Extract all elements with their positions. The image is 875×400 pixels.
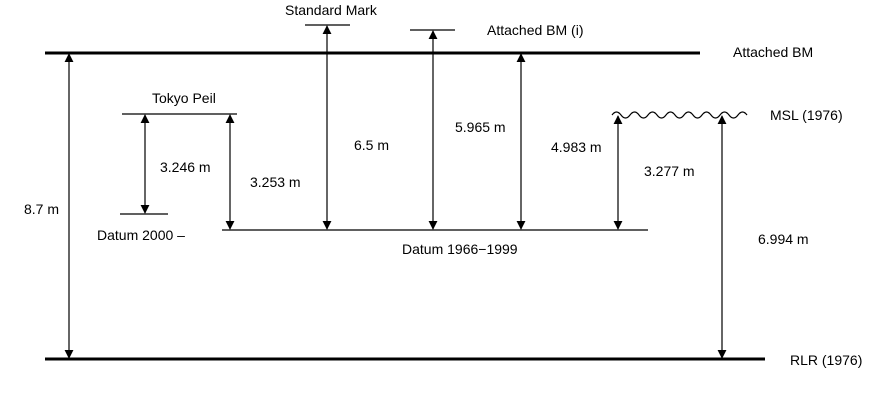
standard-mark-label: Standard Mark (285, 2, 378, 18)
msl-to-datum1966-value: 3.277 m (644, 163, 695, 179)
msl-to-rlr-value: 6.994 m (758, 231, 809, 247)
attached-bm-i-value: 5.965 m (455, 119, 506, 135)
tokyo-peil-label: Tokyo Peil (152, 90, 216, 106)
attached-bm-label: Attached BM (733, 44, 813, 60)
rlr-1976-label: RLR (1976) (790, 352, 862, 368)
attached-bm-i-label: Attached BM (i) (487, 22, 583, 38)
msl-1976-wave (611, 111, 748, 119)
tokyo-to-datum2000-value: 3.246 m (160, 159, 211, 175)
msl-1976-label: MSL (1976) (770, 107, 843, 123)
bm-to-rlr-value: 8.7 m (24, 201, 59, 217)
datum-1966-1999-label: Datum 1966−1999 (402, 241, 518, 257)
attached-bm-value: 4.983 m (551, 139, 602, 155)
standard-mark-value: 6.5 m (354, 137, 389, 153)
datum-2000-label: Datum 2000 – (97, 227, 185, 243)
tokyo-to-datum1966-value: 3.253 m (250, 174, 301, 190)
